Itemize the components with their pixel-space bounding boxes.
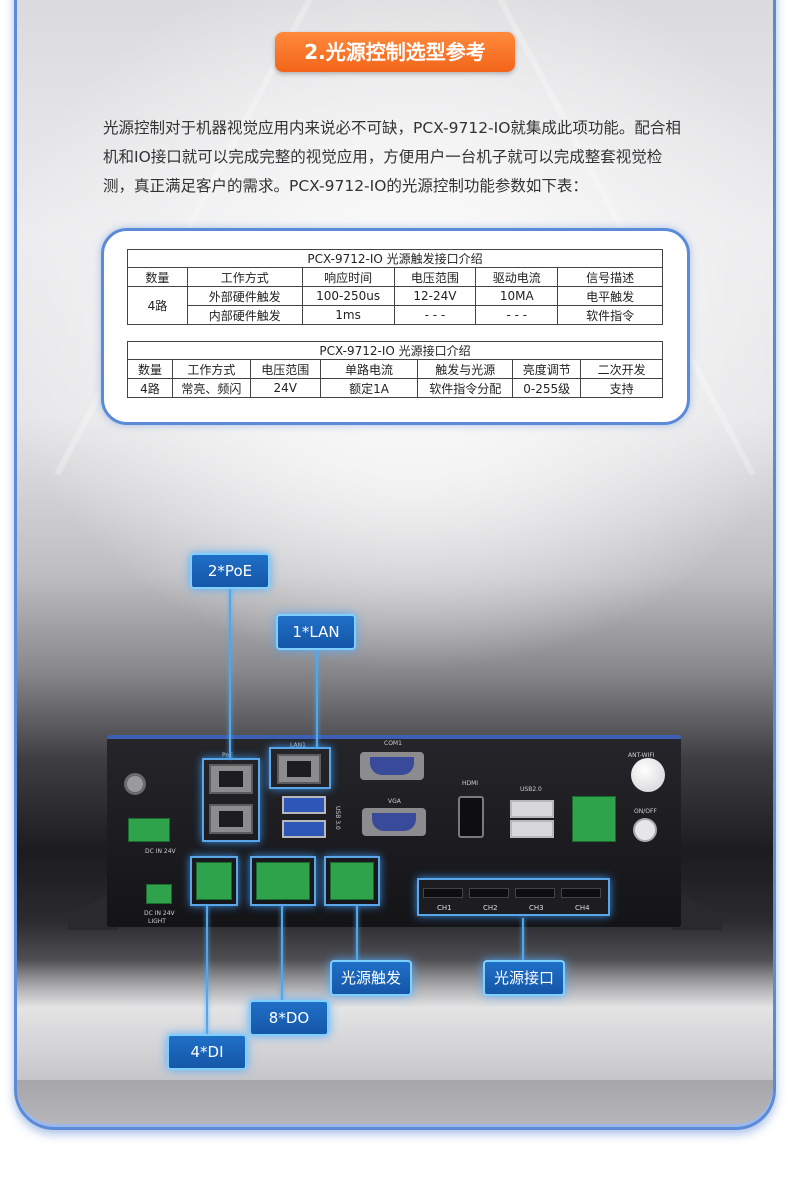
poe-port-2	[209, 804, 253, 834]
callout-di: 4*DI	[167, 1034, 247, 1070]
table-cell: 电平触发	[557, 286, 663, 306]
callout-lan: 1*LAN	[276, 614, 356, 650]
on-off-label: ON/OFF	[634, 808, 657, 815]
ch3-label: CH3	[529, 904, 544, 912]
antenna-icon	[631, 758, 665, 792]
light-interface-table: PCX-9712-IO 光源接口介绍 数量 工作方式 电压范围 单路电流 触发与…	[127, 341, 663, 398]
table-header: 信号描述	[557, 267, 663, 287]
table-cell: 4路	[127, 286, 188, 325]
table-cell: 1ms	[301, 305, 395, 325]
lan-highlight	[269, 747, 331, 789]
di-highlight	[190, 856, 238, 906]
light-channel-strip: CH1 CH2 CH3 CH4	[417, 878, 610, 916]
ch2-label: CH2	[483, 904, 498, 912]
poe-port-1	[209, 764, 253, 794]
ch-slot	[515, 888, 555, 898]
table-cell: 24V	[249, 378, 321, 398]
ch4-label: CH4	[575, 904, 590, 912]
table-cell: 内部硬件触发	[186, 305, 303, 325]
dc-power-terminal	[128, 818, 170, 842]
ch-slot	[561, 888, 601, 898]
table-row: 4路 常亮、频闪 24V 额定1A 软件指令分配 0-255级 支持	[127, 378, 663, 398]
table-cell: 软件指令	[557, 305, 663, 325]
table-cell: 支持	[580, 378, 663, 398]
poe-label: PoE	[222, 752, 233, 759]
table-cell: 100-250us	[301, 286, 395, 306]
table-header: 数量	[127, 359, 173, 379]
table-row: 内部硬件触发 1ms - - - - - - 软件指令	[128, 305, 663, 325]
table-cell: - - -	[475, 305, 559, 325]
ground-screw-icon	[124, 773, 146, 795]
com1-port	[360, 752, 424, 780]
dc-in-light-label: DC IN 24V	[144, 910, 175, 917]
poe-connector-line	[229, 587, 231, 759]
com1-label: COM1	[384, 740, 402, 747]
poe-highlight	[202, 758, 260, 842]
table-cell: - - -	[393, 305, 477, 325]
usb20-label: USB2.0	[520, 786, 542, 793]
table-row: 4路 外部硬件触发 100-250us 12-24V 10MA 电平触发	[127, 286, 663, 325]
table-header: 单路电流	[319, 359, 419, 379]
usb2-port-2	[510, 820, 554, 838]
vga-port	[362, 808, 426, 836]
usb2-port-1	[510, 800, 554, 818]
table-header: 工作方式	[171, 359, 251, 379]
callout-poe: 2*PoE	[190, 553, 270, 589]
callout-light-trigger: 光源触发	[330, 960, 412, 996]
ant-wifi-label: ANT-WIFI	[628, 752, 655, 759]
table-cell: 4路	[127, 378, 173, 398]
table-caption: PCX-9712-IO 光源触发接口介绍	[127, 249, 663, 268]
light-trigger-terminal	[330, 862, 374, 900]
callout-light-port: 光源接口	[483, 960, 565, 996]
table-header: 驱动电流	[475, 267, 559, 287]
light-port-connector-line	[522, 918, 524, 960]
section-title: 2.光源控制选型参考	[275, 32, 515, 72]
table-header: 工作方式	[186, 267, 303, 287]
trigger-highlight	[324, 856, 380, 906]
table-header: 电压范围	[249, 359, 321, 379]
table-header: 亮度调节	[512, 359, 582, 379]
lan-connector-line	[316, 650, 318, 748]
dc-in-label: DC IN 24V	[145, 848, 176, 855]
callout-do: 8*DO	[249, 1000, 329, 1036]
table-header: 响应时间	[301, 267, 395, 287]
hdmi-label: HDMI	[462, 780, 479, 787]
intro-paragraph: 光源控制对于机器视觉应用内来说必不可缺，PCX-9712-IO就集成此项功能。配…	[103, 119, 681, 195]
ch-slot	[423, 888, 463, 898]
lan1-label: LAN1	[290, 742, 306, 749]
trigger-connector-line	[356, 906, 358, 960]
do-connector-line	[281, 906, 283, 1000]
table-cell: 外部硬件触发	[186, 286, 303, 306]
power-button[interactable]	[633, 818, 657, 842]
light-label: LIGHT	[148, 918, 166, 925]
table-cell: 额定1A	[319, 378, 419, 398]
table-header: 二次开发	[580, 359, 663, 379]
do-highlight	[250, 856, 316, 906]
table-header: 触发与光源	[417, 359, 514, 379]
io-terminal-top-right	[572, 796, 616, 842]
table-header: 数量	[127, 267, 188, 287]
hdmi-port	[458, 796, 484, 838]
lan-port	[277, 754, 321, 784]
usb3-port-1	[282, 796, 326, 814]
di-connector-line	[206, 906, 208, 1034]
table-cell: 0-255级	[512, 378, 582, 398]
table-cell: 10MA	[475, 286, 559, 306]
usb3-port-2	[282, 820, 326, 838]
usb30-label: USB 3.0	[334, 806, 341, 830]
ch1-label: CH1	[437, 904, 452, 912]
table-header: 电压范围	[393, 267, 477, 287]
table-caption: PCX-9712-IO 光源接口介绍	[127, 341, 663, 360]
ch-slot	[469, 888, 509, 898]
trigger-interface-table: PCX-9712-IO 光源触发接口介绍 数量 工作方式 响应时间 电压范围 驱…	[127, 249, 663, 325]
do-terminal	[256, 862, 310, 900]
table-cell: 常亮、频闪	[171, 378, 251, 398]
light-power-terminal	[146, 884, 172, 904]
vga-label: VGA	[388, 798, 401, 805]
table-cell: 软件指令分配	[417, 378, 514, 398]
table-cell: 12-24V	[393, 286, 477, 306]
di-terminal	[196, 862, 232, 900]
